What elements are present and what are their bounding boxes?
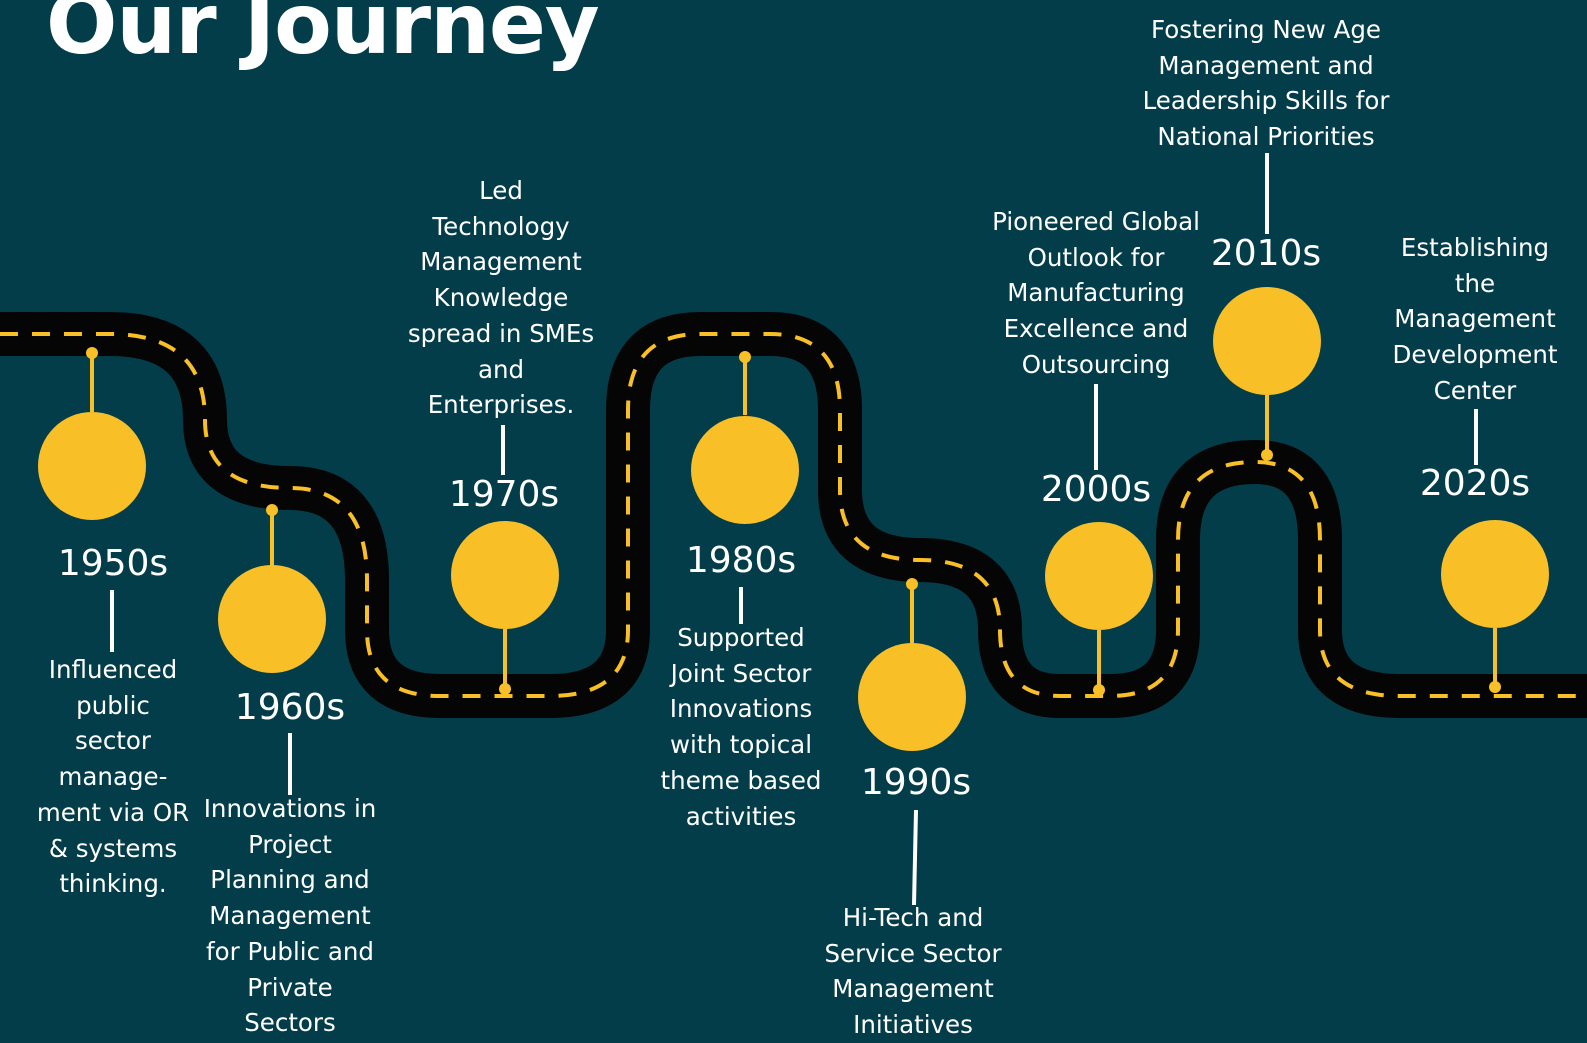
milestone-text-1990s: Hi-Tech and Service Sector Management In… (824, 903, 1002, 1040)
milestone-marker-1960s (218, 504, 326, 673)
milestone-text-1960s: Innovations in Project Planning and Mana… (203, 794, 377, 1038)
milestone-text-1970s: Led Technology Management Knowledge spre… (407, 176, 595, 420)
milestone-marker-2010s (1213, 287, 1321, 461)
milestone-year-2010s: 2010s (1210, 233, 1322, 274)
milestone-year-1990s: 1990s (860, 762, 972, 803)
milestone-marker-1970s (451, 521, 559, 695)
milestone-year-1950s: 1950s (57, 543, 169, 584)
page-title: Our Journey (46, 0, 600, 73)
milestone-text-2000s: Pioneered Global Outlook for Manufacturi… (992, 207, 1200, 379)
milestone-year-2020s: 2020s (1419, 463, 1531, 504)
milestone-marker-1950s (38, 347, 146, 520)
milestone-text-1950s: Influenced public sector manage- ment vi… (36, 655, 190, 899)
milestone-year-1980s: 1980s (685, 540, 797, 581)
milestone-text-2010s: Fostering New Age Management and Leaders… (1142, 15, 1390, 152)
milestone-year-2000s: 2000s (1040, 469, 1152, 510)
milestone-marker-2020s (1441, 520, 1549, 693)
milestone-text-1980s: Supported Joint Sector Innovations with … (660, 623, 822, 831)
milestone-marker-2000s (1045, 522, 1153, 696)
milestone-marker-1980s (691, 351, 799, 524)
milestone-text-2020s: Establishing the Management Development … (1392, 233, 1558, 405)
milestone-marker-1990s (858, 578, 966, 751)
road-center-line (0, 332, 1587, 698)
milestone-year-1970s: 1970s (448, 474, 560, 515)
milestone-year-1960s: 1960s (234, 687, 346, 728)
connector-1990s (912, 809, 918, 906)
